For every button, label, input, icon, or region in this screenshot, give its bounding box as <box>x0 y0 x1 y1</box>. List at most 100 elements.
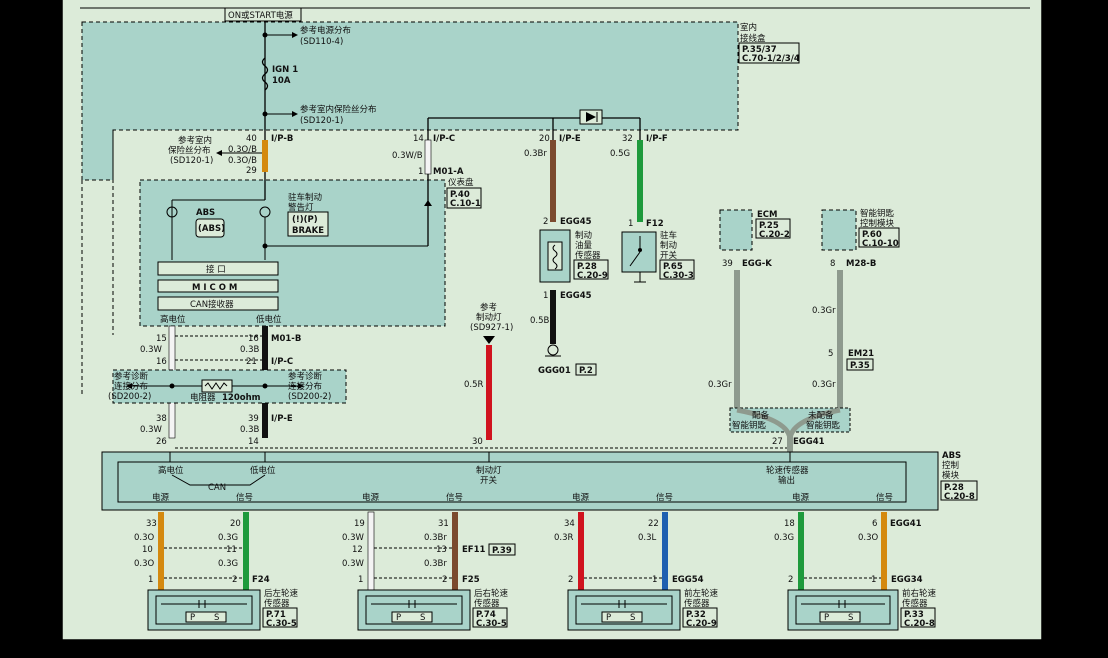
svg-text:1: 1 <box>628 219 633 229</box>
svg-text:制动: 制动 <box>660 240 678 251</box>
connector-egg45: EGG45 <box>560 217 592 227</box>
svg-text:14: 14 <box>248 437 259 447</box>
connector-egg-k: EGG-K <box>742 259 772 269</box>
svg-text:P.65: P.65 <box>663 262 683 272</box>
svg-text:模块: 模块 <box>942 470 960 481</box>
svg-text:0.3Gr: 0.3Gr <box>812 380 836 390</box>
svg-text:0.3Br: 0.3Br <box>424 533 447 543</box>
wheel-sensor-fl: P S <box>147 589 261 631</box>
svg-text:C.30-3: C.30-3 <box>663 271 694 281</box>
svg-text:0.3O: 0.3O <box>134 559 155 569</box>
connector-m28b: M28-B <box>846 259 876 269</box>
svg-text:参考诊断: 参考诊断 <box>114 371 149 382</box>
svg-text:传感器: 传感器 <box>264 598 290 609</box>
svg-text:配备: 配备 <box>752 410 770 421</box>
svg-text:电阻器: 电阻器 <box>190 392 216 403</box>
connector-ipf: I/P-F <box>646 134 668 144</box>
svg-text:S: S <box>630 613 635 623</box>
wire-green-fl <box>243 512 249 590</box>
svg-text:19: 19 <box>354 519 365 529</box>
svg-text:39: 39 <box>248 414 259 424</box>
svg-text:2: 2 <box>568 575 573 585</box>
svg-text:高电位: 高电位 <box>158 465 184 476</box>
connector-ipc: I/P-C <box>433 134 455 144</box>
wire-blue-rl <box>662 512 668 590</box>
svg-text:前右轮速: 前右轮速 <box>902 588 937 599</box>
wire-red-rl <box>578 512 584 590</box>
svg-text:C.30-5: C.30-5 <box>476 619 507 629</box>
svg-text:34: 34 <box>564 519 575 529</box>
parking-brake-switch <box>621 231 657 273</box>
svg-text:0.3O/B: 0.3O/B <box>228 145 257 155</box>
svg-text:接 口: 接 口 <box>206 264 226 275</box>
connector-ef11: EF11 <box>462 545 486 555</box>
fuse-name: IGN 1 <box>272 65 298 75</box>
svg-text:C.20-8: C.20-8 <box>904 619 935 629</box>
junction-box-label: 室内 <box>740 22 757 33</box>
svg-text:C.10-10: C.10-10 <box>862 239 899 249</box>
svg-text:0.3G: 0.3G <box>774 533 794 543</box>
svg-text:20: 20 <box>539 134 550 144</box>
svg-text:低电位: 低电位 <box>256 314 282 325</box>
svg-text:智能钥匙: 智能钥匙 <box>860 208 895 219</box>
svg-text:33: 33 <box>146 519 157 529</box>
svg-text:120ohm: 120ohm <box>222 393 261 403</box>
wire-gray-ecm <box>734 270 740 410</box>
svg-text:P.32: P.32 <box>686 610 706 620</box>
svg-text:0.3W: 0.3W <box>140 425 163 435</box>
smart-key-module-box <box>821 209 857 251</box>
connector-f24: F24 <box>252 575 270 585</box>
svg-text:P: P <box>824 613 829 623</box>
svg-text:0.3G: 0.3G <box>218 533 238 543</box>
svg-text:0.3O/B: 0.3O/B <box>228 156 257 166</box>
svg-text:M I C O M: M I C O M <box>192 283 237 293</box>
svg-text:P.39: P.39 <box>492 546 512 556</box>
svg-text:5: 5 <box>828 349 833 359</box>
svg-text:电源: 电源 <box>792 492 810 503</box>
connector-f25: F25 <box>462 575 480 585</box>
resistor-symbol <box>201 379 233 393</box>
svg-text:低电位: 低电位 <box>250 465 276 476</box>
svg-text:(SD200-2): (SD200-2) <box>288 392 331 402</box>
svg-text:10: 10 <box>142 545 153 555</box>
wire-black-ground <box>550 290 556 344</box>
connector-m01a: M01-A <box>433 167 464 177</box>
wire-red-brake-light <box>486 345 492 440</box>
svg-text:开关: 开关 <box>660 250 678 261</box>
svg-text:16: 16 <box>156 357 167 367</box>
connector-egg41: EGG41 <box>890 519 922 529</box>
ref-power-label: 参考电源分布 <box>300 25 351 36</box>
svg-text:C.30-5: C.30-5 <box>266 619 297 629</box>
svg-text:14: 14 <box>413 134 424 144</box>
svg-text:输出: 输出 <box>778 475 795 486</box>
svg-text:27: 27 <box>772 437 783 447</box>
svg-text:P.25: P.25 <box>759 221 779 231</box>
svg-text:26: 26 <box>156 437 167 447</box>
svg-text:P: P <box>396 613 401 623</box>
svg-text:0.5R: 0.5R <box>464 380 484 390</box>
svg-text:连接分布: 连接分布 <box>288 381 322 392</box>
wire-white-ipc <box>424 139 432 175</box>
svg-text:39: 39 <box>722 259 733 269</box>
fuse-rating: 10A <box>272 76 291 86</box>
svg-text:油量: 油量 <box>575 240 593 251</box>
svg-text:S: S <box>848 613 853 623</box>
wire-white-fr <box>367 511 375 591</box>
wire-brown-fr <box>452 512 458 590</box>
svg-text:1: 1 <box>652 575 657 585</box>
svg-text:40: 40 <box>246 134 257 144</box>
svg-text:S: S <box>214 613 219 623</box>
connector-egg54: EGG54 <box>672 575 704 585</box>
svg-text:13: 13 <box>436 545 447 555</box>
svg-text:0.5B: 0.5B <box>530 316 550 326</box>
svg-text:0.3L: 0.3L <box>638 533 657 543</box>
svg-text:8: 8 <box>830 259 835 269</box>
connector-m01b: M01-B <box>271 334 301 344</box>
fuse-symbol <box>261 57 269 91</box>
svg-text:20: 20 <box>230 519 241 529</box>
svg-text:0.3Br: 0.3Br <box>524 149 547 159</box>
svg-text:P.71: P.71 <box>266 610 286 620</box>
ref-fuse-code: (SD120-1) <box>300 116 343 126</box>
svg-text:(SD120-1): (SD120-1) <box>170 156 213 166</box>
